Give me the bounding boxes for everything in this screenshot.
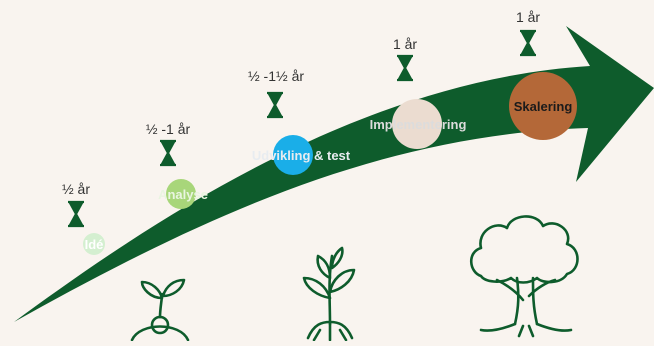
growth-arrow [14,26,654,322]
phase-implementering: Implementering 1 år [370,36,467,149]
phase-skalering-duration: 1 år [516,9,540,25]
phase-analyse-duration: ½ -1 år [146,121,191,137]
phase-analyse-circle [166,179,196,209]
phase-skalering: Skalering 1 år [509,9,577,140]
hourglass-icon [267,91,283,119]
phase-analyse: Analyse ½ -1 år [146,121,208,209]
phase-udvikling-label: Udvikling & test [252,148,351,163]
phase-implementering-circle [392,99,442,149]
phase-ide-circle [83,233,105,255]
phase-implementering-duration: 1 år [393,36,417,52]
phase-skalering-circle [509,72,577,140]
phase-ide-duration: ½ år [62,181,90,197]
phase-udvikling-circle [273,135,313,175]
hourglass-icon [397,54,413,82]
tree-icon [469,215,579,338]
phase-udvikling-duration: ½ -1½ år [248,68,304,84]
phase-analyse-label: Analyse [158,187,208,202]
young-plant-icon [302,246,356,342]
phase-skalering-label: Skalering [514,99,573,114]
phase-udvikling: Udvikling & test ½ -1½ år [248,68,351,175]
hourglass-icon [160,139,176,167]
phase-implementering-label: Implementering [370,117,467,132]
phase-ide-label: Idé [85,237,104,252]
hourglass-icon [68,200,84,228]
phase-ide: Idé ½ år [62,181,105,255]
hourglass-icon [520,29,536,57]
seedling-icon [130,278,190,342]
